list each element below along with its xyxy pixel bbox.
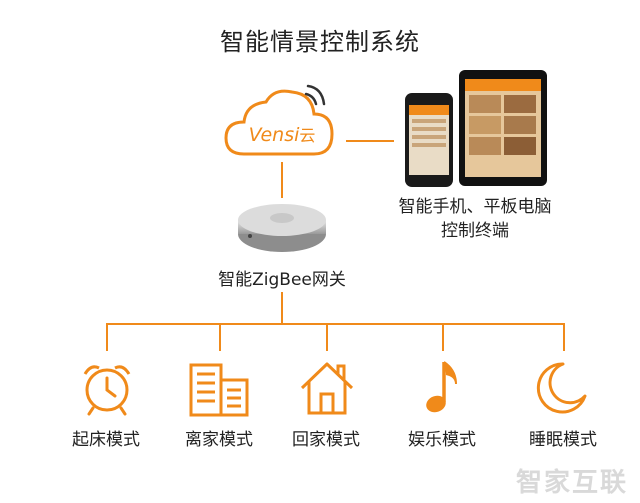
branch-4	[442, 323, 444, 351]
gateway-image	[236, 200, 328, 256]
buildings-icon	[188, 362, 250, 418]
branch-3	[326, 323, 328, 351]
branch-5	[563, 323, 565, 351]
mode-label-wake: 起床模式	[72, 430, 140, 450]
cloud-suffix: 云	[299, 126, 316, 145]
diagram-title: 智能情景控制系统	[220, 28, 420, 56]
music-note-icon	[422, 358, 462, 416]
gateway-label: 智能ZigBee网关	[218, 270, 346, 290]
house-icon	[298, 360, 356, 416]
branch-2	[219, 323, 221, 351]
cloud-gateway-link	[281, 162, 283, 198]
mode-label-sleep: 睡眠模式	[529, 430, 597, 450]
cloud-device-link	[346, 140, 394, 142]
mode-label-away: 离家模式	[185, 430, 253, 450]
branch-1	[106, 323, 108, 351]
cloud-brand: Vensi	[248, 124, 300, 146]
vensi-cloud: Vensi云	[222, 82, 342, 162]
mode-label-entertainment: 娱乐模式	[408, 430, 476, 450]
tablet-image	[459, 70, 547, 186]
devices-label-line2: 控制终端	[441, 221, 509, 241]
watermark: 智家互联	[515, 468, 628, 498]
gateway-icon	[238, 204, 326, 252]
mode-label-home: 回家模式	[292, 430, 360, 450]
gateway-trunk	[281, 292, 283, 324]
cloud-icon	[224, 84, 334, 156]
moon-icon	[533, 360, 589, 416]
devices-label-line1: 智能手机、平板电脑	[398, 197, 552, 217]
mode-bus	[106, 323, 565, 325]
phone-image	[405, 93, 453, 187]
alarm-clock-icon	[77, 360, 137, 416]
